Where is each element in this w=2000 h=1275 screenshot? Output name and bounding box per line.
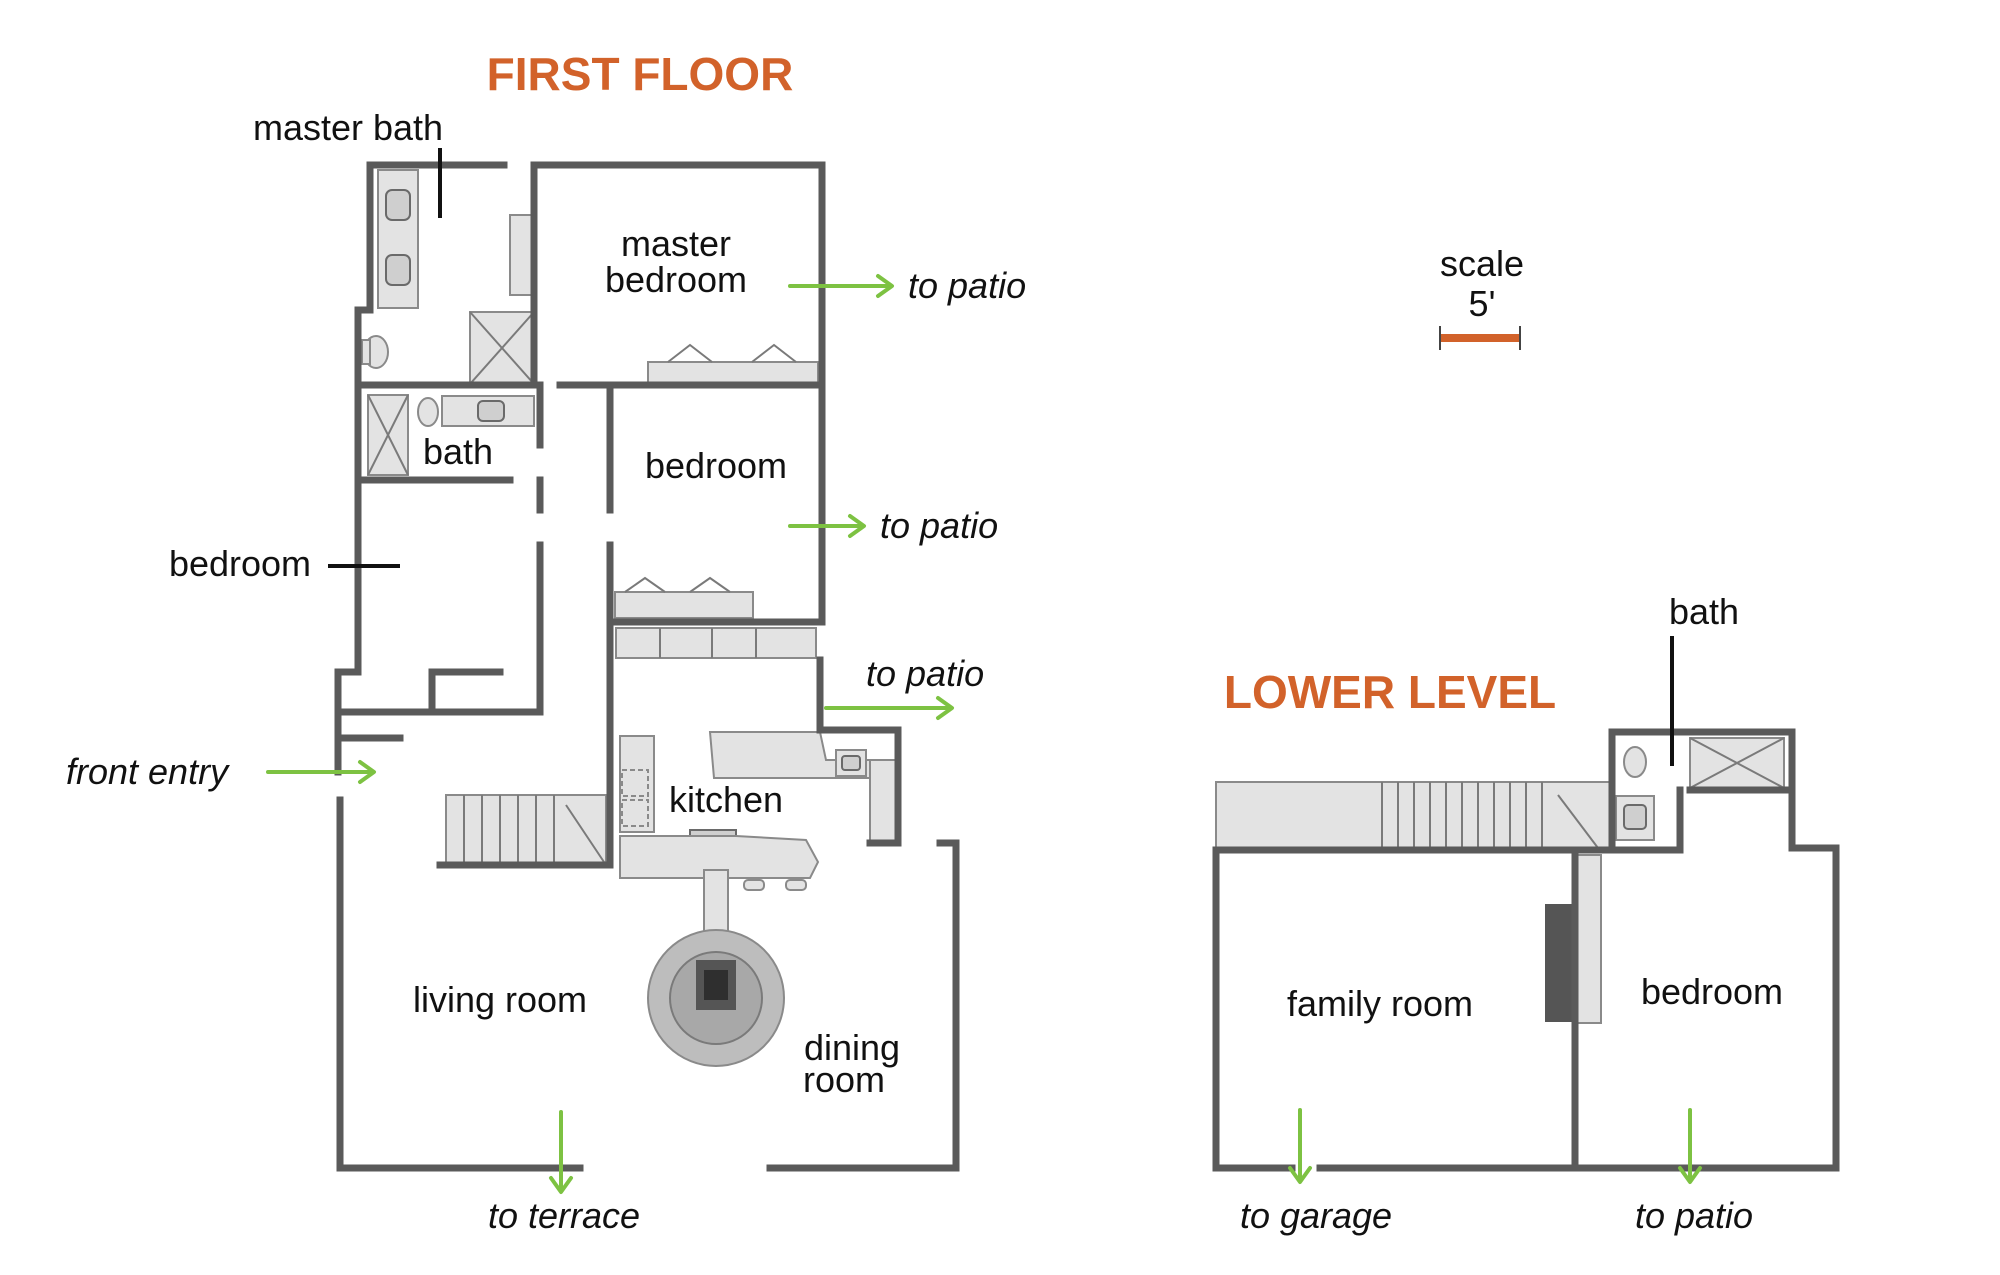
first-floor-fixtures bbox=[361, 169, 897, 1067]
to-patio-kitchen-label: to patio bbox=[866, 653, 984, 694]
first-floor-walls bbox=[334, 161, 960, 1172]
master-bedroom-label-line2: bedroom bbox=[605, 259, 747, 300]
front-entry-label: front entry bbox=[66, 751, 230, 792]
dining-room-label-line2: room bbox=[803, 1059, 885, 1100]
dining-room-label-line1: dining bbox=[804, 1027, 900, 1068]
master-bedroom-label-line1: master bbox=[621, 223, 731, 264]
bedroom-left-label: bedroom bbox=[169, 543, 311, 584]
kitchen-label: kitchen bbox=[669, 779, 783, 820]
lower-level-title: LOWER LEVEL bbox=[1224, 666, 1556, 718]
master-bath-label: master bath bbox=[253, 107, 443, 148]
to-patio-master-label: to patio bbox=[908, 265, 1026, 306]
to-patio-bedroom-label: to patio bbox=[880, 505, 998, 546]
to-terrace-label: to terrace bbox=[488, 1195, 640, 1236]
living-room-label: living room bbox=[413, 979, 587, 1020]
lower-level-walls bbox=[1212, 728, 1840, 1172]
scale-bar: scale 5' bbox=[1439, 243, 1524, 350]
scale-label: scale bbox=[1440, 243, 1524, 284]
family-room-label: family room bbox=[1287, 983, 1473, 1024]
exit-arrows bbox=[266, 274, 1702, 1194]
lower-bedroom-label: bedroom bbox=[1641, 971, 1783, 1012]
scale-value: 5' bbox=[1469, 283, 1496, 324]
lower-bath-label: bath bbox=[1669, 591, 1739, 632]
first-floor-title: FIRST FLOOR bbox=[487, 48, 794, 100]
bath-label: bath bbox=[423, 431, 493, 472]
to-patio-lower-label: to patio bbox=[1635, 1195, 1753, 1236]
bedroom-center-label: bedroom bbox=[645, 445, 787, 486]
to-garage-label: to garage bbox=[1240, 1195, 1392, 1236]
